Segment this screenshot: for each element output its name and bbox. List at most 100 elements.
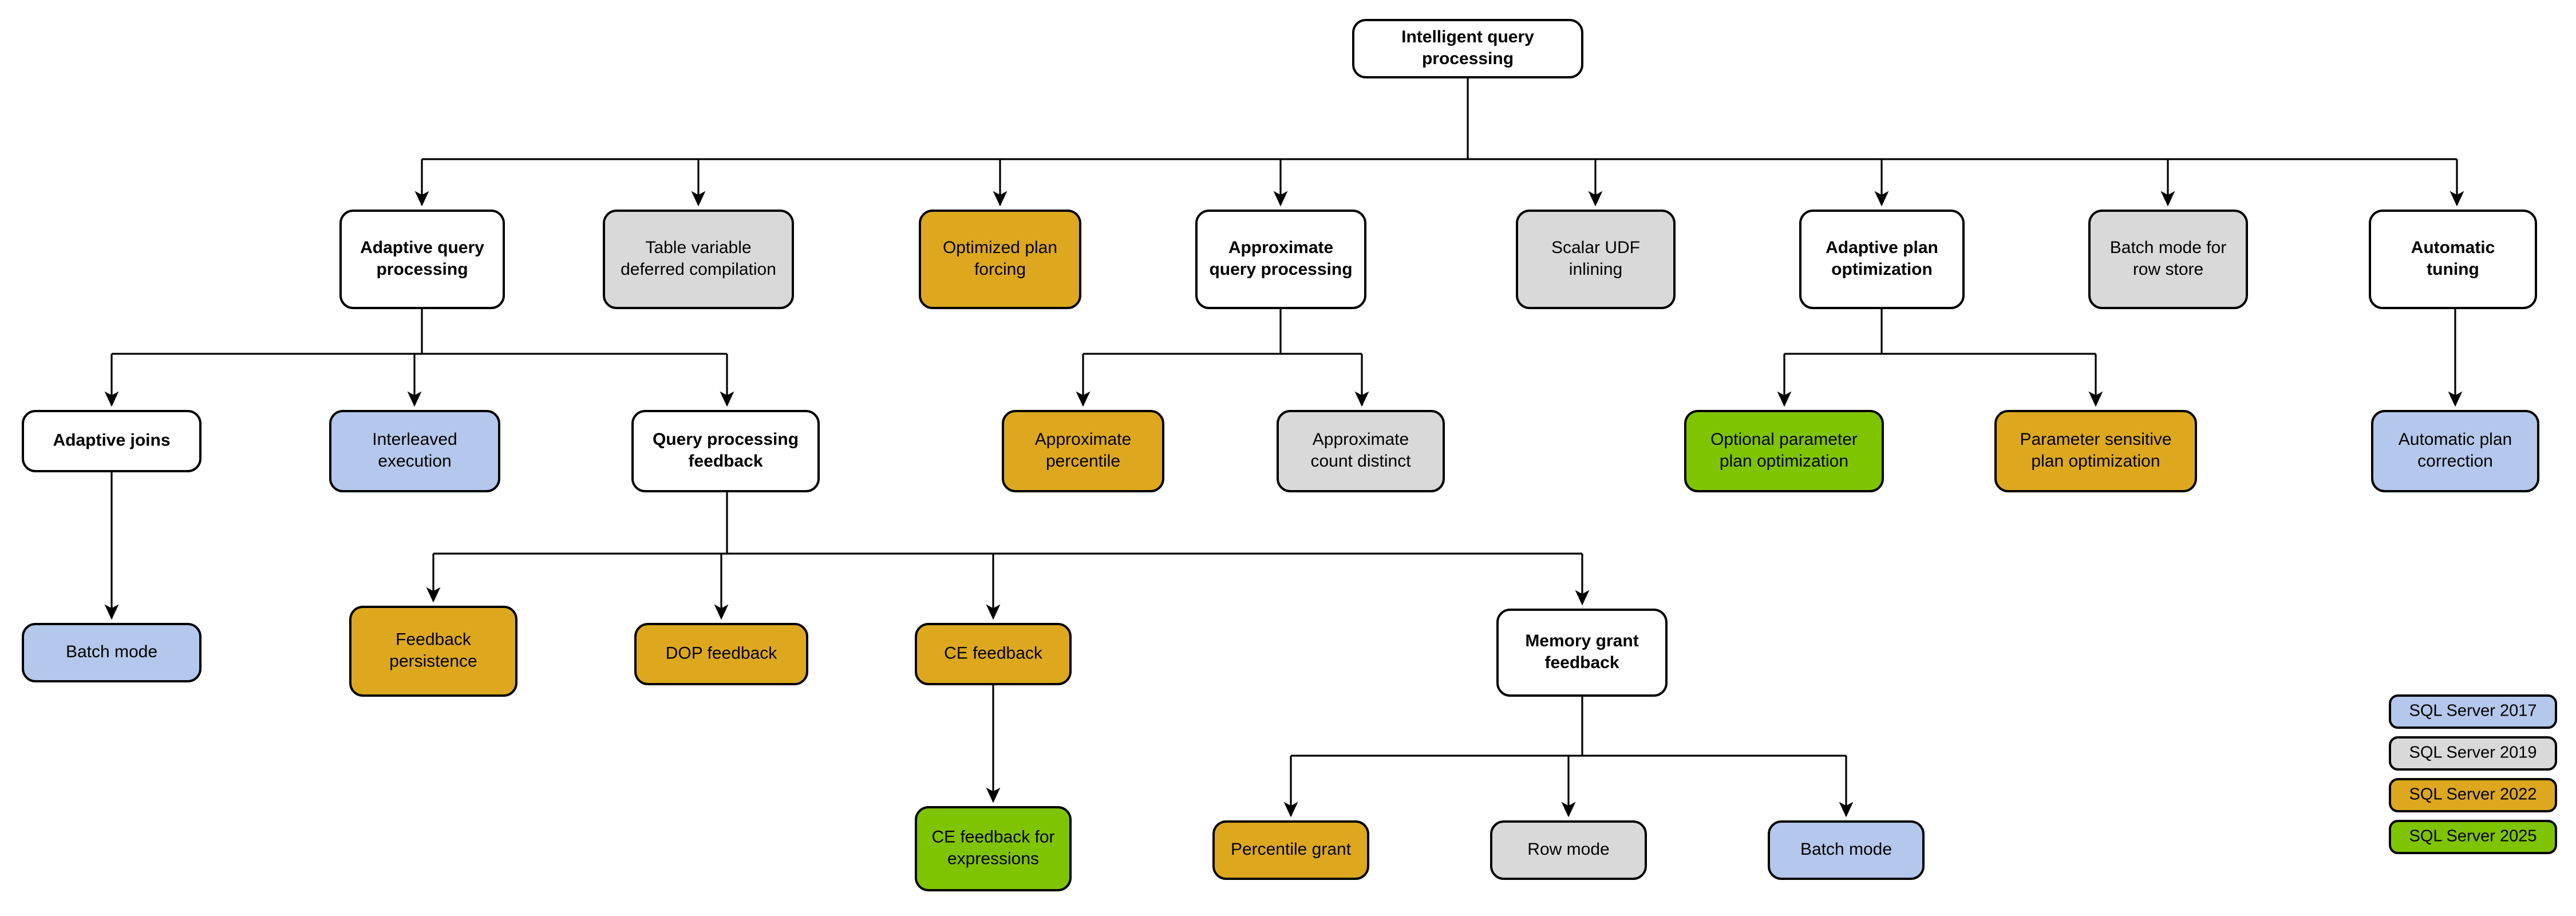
node-box-bm2 bbox=[1768, 820, 1925, 880]
node-bmrs[interactable]: Batch mode for row store bbox=[2088, 210, 2248, 309]
node-label-fp: Feedback bbox=[396, 630, 472, 649]
node-box-apct bbox=[1002, 410, 1164, 492]
node-box-oppo bbox=[1684, 410, 1884, 492]
legend-item-2[interactable]: SQL Server 2022 bbox=[2389, 778, 2557, 812]
legend-label-2: SQL Server 2022 bbox=[2409, 785, 2537, 804]
node-label-tvdc: Table variable bbox=[645, 238, 751, 257]
node-label-apqp: query processing bbox=[1209, 260, 1352, 279]
node-label-oppo: Optional parameter bbox=[1710, 430, 1858, 449]
node-box-apo bbox=[1799, 210, 1965, 309]
node-label-bmrs: Batch mode for bbox=[2110, 238, 2226, 257]
node-label-tvdc: deferred compilation bbox=[621, 260, 776, 279]
node-label-mgf: Memory grant bbox=[1525, 631, 1638, 650]
node-label-acd: count distinct bbox=[1310, 452, 1411, 471]
node-box-ie bbox=[329, 410, 500, 492]
node-qpf[interactable]: Query processing feedback bbox=[631, 410, 820, 492]
node-label-opf: forcing bbox=[974, 260, 1026, 279]
node-label-bm2: Batch mode bbox=[1800, 840, 1892, 859]
node-acd[interactable]: Approximate count distinct bbox=[1277, 410, 1445, 492]
legend-label-3: SQL Server 2025 bbox=[2409, 827, 2537, 846]
node-box-cefe bbox=[915, 806, 1072, 891]
legend-label-0: SQL Server 2017 bbox=[2409, 702, 2537, 720]
node-aj[interactable]: Adaptive joins bbox=[22, 410, 202, 472]
node-label-ie: Interleaved bbox=[372, 430, 457, 449]
node-tvdc[interactable]: Table variable deferred compilation bbox=[603, 210, 794, 309]
node-oppo[interactable]: Optional parameter plan optimization bbox=[1684, 410, 1884, 492]
node-label-fp: persistence bbox=[389, 652, 477, 670]
node-label-root: Intelligent query bbox=[1401, 27, 1534, 46]
node-box-aj bbox=[22, 410, 202, 472]
node-label-bmrs: row store bbox=[2133, 260, 2203, 279]
node-ie[interactable]: Interleaved execution bbox=[329, 410, 500, 492]
legend-item-1[interactable]: SQL Server 2019 bbox=[2389, 736, 2557, 771]
node-box-apc bbox=[2371, 410, 2539, 492]
node-label-acd: Approximate bbox=[1313, 430, 1409, 449]
node-label-cefe: CE feedback for bbox=[931, 827, 1054, 846]
node-box-mgf bbox=[1496, 609, 1668, 697]
node-box-qpf bbox=[631, 410, 820, 492]
node-label-qpf: Query processing bbox=[653, 430, 799, 449]
node-fp[interactable]: Feedback persistence bbox=[349, 606, 517, 697]
legend-swatch-3 bbox=[2389, 820, 2557, 854]
node-label-oppo: plan optimization bbox=[1720, 452, 1848, 471]
node-label-apo: optimization bbox=[1831, 260, 1933, 279]
node-label-apct: percentile bbox=[1046, 452, 1120, 471]
node-label-pg: Percentile grant bbox=[1231, 840, 1352, 859]
node-box-cef bbox=[915, 623, 1072, 685]
node-dopf[interactable]: DOP feedback bbox=[634, 623, 808, 685]
node-box-dopf bbox=[634, 623, 808, 685]
legend-swatch-0 bbox=[2389, 694, 2557, 729]
legend-item-3[interactable]: SQL Server 2025 bbox=[2389, 820, 2557, 854]
legend-item-0[interactable]: SQL Server 2017 bbox=[2389, 694, 2557, 729]
connectors-group bbox=[104, 77, 2464, 818]
node-box-rm bbox=[1490, 820, 1647, 880]
node-label-qpf: feedback bbox=[688, 452, 762, 471]
node-label-bm1: Batch mode bbox=[66, 642, 157, 661]
node-rm[interactable]: Row mode bbox=[1490, 820, 1647, 880]
node-cef[interactable]: CE feedback bbox=[915, 623, 1072, 685]
node-box-root bbox=[1352, 19, 1583, 78]
node-bm1[interactable]: Batch mode bbox=[22, 623, 202, 682]
node-pg[interactable]: Percentile grant bbox=[1212, 820, 1369, 880]
legend-label-1: SQL Server 2019 bbox=[2409, 744, 2537, 762]
node-label-apc: correction bbox=[2417, 452, 2493, 471]
node-apqp[interactable]: Approximate query processing bbox=[1195, 210, 1366, 309]
node-box-fp bbox=[349, 606, 517, 697]
node-label-cef: CE feedback bbox=[944, 643, 1043, 662]
node-box-pspo bbox=[1994, 410, 2197, 492]
node-box-at bbox=[2369, 210, 2537, 309]
node-box-bm1 bbox=[22, 623, 202, 682]
legend-swatch-1 bbox=[2389, 736, 2557, 771]
node-label-apct: Approximate bbox=[1035, 430, 1131, 449]
node-box-pg bbox=[1212, 820, 1369, 880]
node-box-aqp bbox=[339, 210, 505, 309]
node-bm2[interactable]: Batch mode bbox=[1768, 820, 1925, 880]
node-label-apqp: Approximate bbox=[1228, 238, 1333, 257]
node-label-dopf: DOP feedback bbox=[666, 643, 778, 662]
node-label-at: Automatic bbox=[2411, 238, 2495, 257]
node-box-opf bbox=[919, 210, 1081, 309]
node-box-tvdc bbox=[603, 210, 794, 309]
node-label-aqp: processing bbox=[376, 260, 468, 279]
legend-swatch-2 bbox=[2389, 778, 2557, 812]
node-label-sudf: Scalar UDF bbox=[1551, 238, 1640, 257]
node-apct[interactable]: Approximate percentile bbox=[1002, 410, 1164, 492]
node-label-root: processing bbox=[1422, 49, 1514, 68]
node-opf[interactable]: Optimized plan forcing bbox=[919, 210, 1081, 309]
node-label-opf: Optimized plan bbox=[943, 238, 1057, 257]
node-box-sudf bbox=[1516, 210, 1676, 309]
node-label-ie: execution bbox=[378, 452, 451, 471]
node-root[interactable]: Intelligent query processing bbox=[1352, 19, 1583, 78]
node-label-pspo: plan optimization bbox=[2031, 452, 2160, 471]
